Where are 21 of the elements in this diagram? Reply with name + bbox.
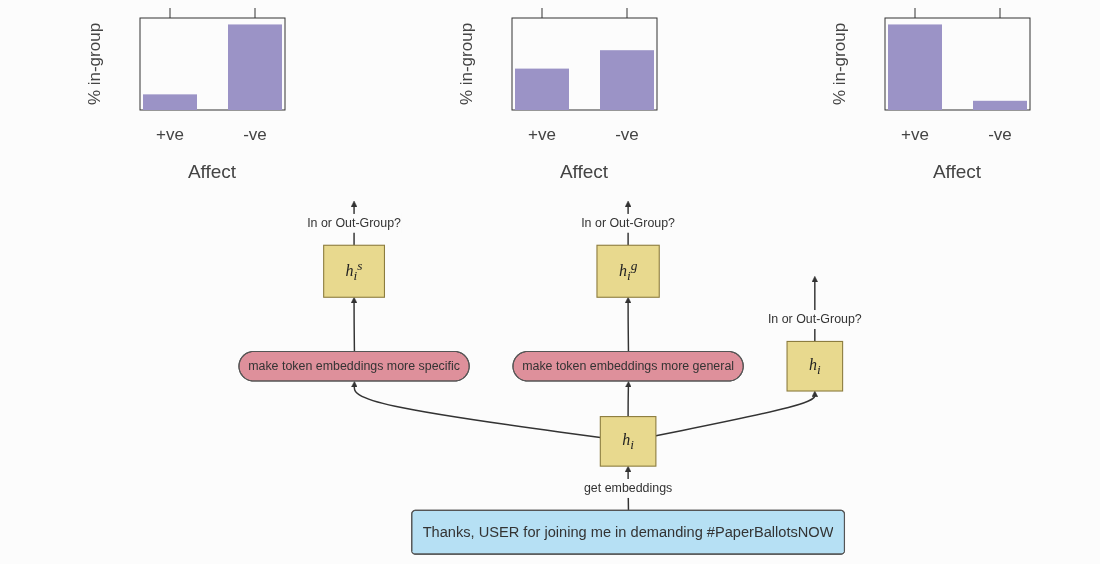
edge-label: get embeddings [583, 481, 672, 495]
axis-label: % in-group [830, 22, 849, 106]
axis-label: Affect [932, 161, 982, 182]
axis-label: Affect [187, 161, 237, 182]
axis-label: Affect [559, 161, 609, 182]
arrow [624, 381, 632, 418]
edge-label: In or Out-Group? [767, 312, 862, 327]
arrow [624, 296, 631, 353]
tick-label: -ve [243, 125, 267, 144]
tick-label: +ve [901, 125, 929, 144]
arrow [350, 296, 357, 353]
edge-label: In or Out-Group? [306, 216, 401, 230]
tick-label: -ve [988, 125, 1012, 144]
tick-label: +ve [528, 125, 556, 144]
axis-label: % in-group [457, 22, 476, 106]
tick-label: -ve [615, 125, 639, 144]
node-box: h$_{i}$ [599, 416, 657, 467]
node-box: h$_{i}$ [786, 340, 843, 392]
edge-label: In or Out-Group? [580, 216, 675, 230]
tick-label: +ve [156, 125, 184, 144]
axis-label: % in-group [85, 22, 104, 106]
